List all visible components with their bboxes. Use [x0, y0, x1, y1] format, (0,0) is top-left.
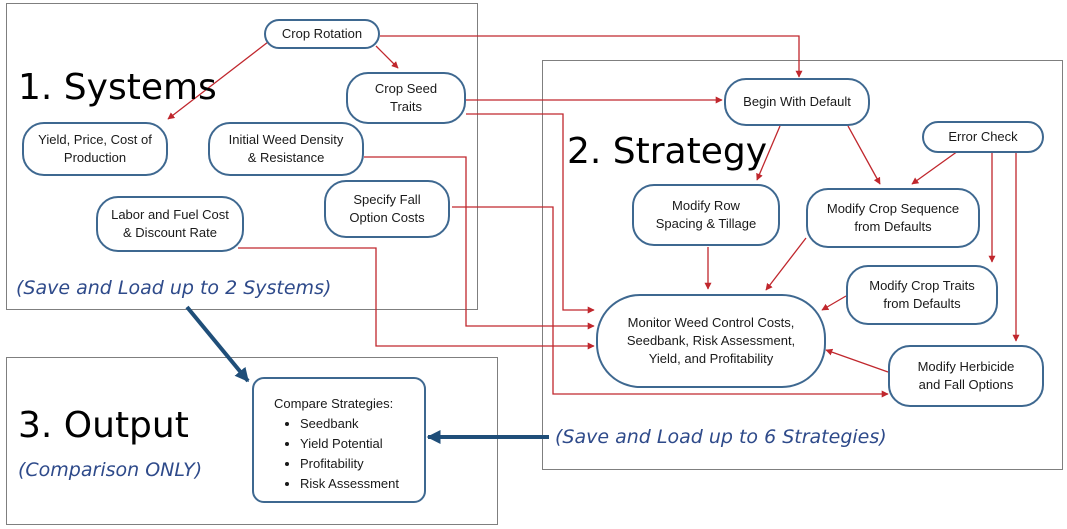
- compare-item-seedbank: Seedbank: [300, 414, 416, 434]
- compare-item-profitability: Profitability: [300, 454, 416, 474]
- node-initial-weed-density: Initial Weed Density & Resistance: [208, 122, 364, 176]
- node-crop-seed-traits: Crop Seed Traits: [346, 72, 466, 124]
- node-begin-with-default: Begin With Default: [724, 78, 870, 126]
- node-specify-fall-option-costs: Specify Fall Option Costs: [324, 180, 450, 238]
- node-modify-crop-traits: Modify Crop Traits from Defaults: [846, 265, 998, 325]
- compare-strategies-box: Compare Strategies: Seedbank Yield Poten…: [252, 377, 426, 503]
- node-modify-row-spacing: Modify Row Spacing & Tillage: [632, 184, 780, 246]
- compare-item-risk-assessment: Risk Assessment: [300, 474, 416, 494]
- node-modify-crop-sequence: Modify Crop Sequence from Defaults: [806, 188, 980, 248]
- node-labor-fuel-cost: Labor and Fuel Cost & Discount Rate: [96, 196, 244, 252]
- node-monitor-weed-control: Monitor Weed Control Costs, Seedbank, Ri…: [596, 294, 826, 388]
- node-yield-price-cost: Yield, Price, Cost of Production: [22, 122, 168, 176]
- strategy-note: (Save and Load up to 6 Strategies): [555, 426, 887, 448]
- compare-title: Compare Strategies:: [274, 396, 394, 411]
- strategy-title: 2. Strategy: [567, 131, 768, 172]
- compare-list: Seedbank Yield Potential Profitability R…: [274, 414, 416, 494]
- node-error-check: Error Check: [922, 121, 1044, 153]
- compare-item-yield-potential: Yield Potential: [300, 434, 416, 454]
- output-title: 3. Output: [18, 405, 189, 446]
- node-crop-rotation: Crop Rotation: [264, 19, 380, 49]
- systems-note: (Save and Load up to 2 Systems): [16, 277, 332, 299]
- systems-title: 1. Systems: [18, 67, 217, 108]
- output-note: (Comparison ONLY): [18, 459, 203, 481]
- node-modify-herbicide: Modify Herbicide and Fall Options: [888, 345, 1044, 407]
